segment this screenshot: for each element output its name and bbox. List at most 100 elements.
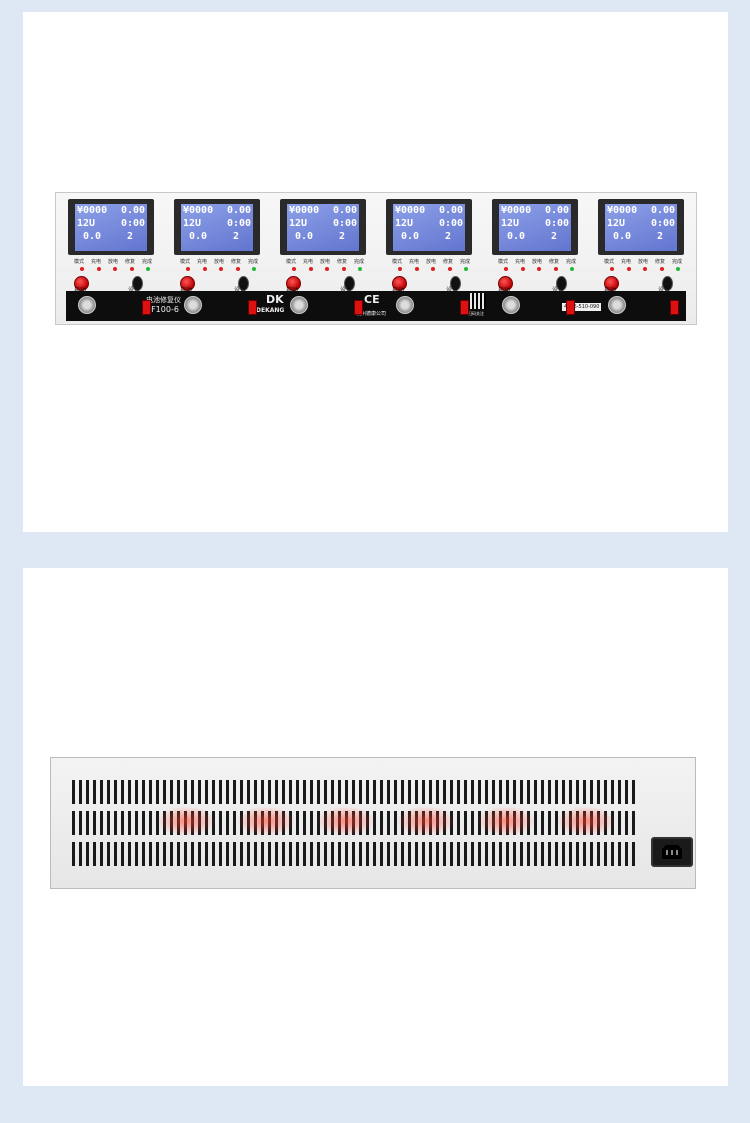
lcd-value: 12U <box>289 218 308 229</box>
power-switch[interactable] <box>670 300 679 315</box>
fan-glow <box>476 806 536 836</box>
led-label: 修复 <box>336 259 347 265</box>
led-label: 放电 <box>319 259 330 265</box>
power-switch[interactable] <box>354 300 363 315</box>
power-switch[interactable] <box>248 300 257 315</box>
lcd-value: 12U <box>501 218 520 229</box>
led-icon <box>113 267 117 271</box>
lcd-value: ¥0000 <box>607 205 638 216</box>
set-label: 设置 <box>340 287 353 294</box>
lcd-value: 0.0 <box>189 231 208 242</box>
led-label: 完成 <box>671 259 682 265</box>
output-terminal <box>502 296 520 314</box>
fan-glow <box>396 806 456 836</box>
lcd-value: 2 <box>127 231 134 242</box>
status-leds: 模式 充电 放电 修复 完成 <box>498 258 576 274</box>
led-label: 完成 <box>141 259 152 265</box>
led-label: 模式 <box>604 259 615 265</box>
power-switch[interactable] <box>460 300 469 315</box>
set-label: 设置 <box>446 287 459 294</box>
led-icon <box>146 267 150 271</box>
led-label: 模式 <box>74 259 85 265</box>
led-icon <box>676 267 680 271</box>
led-icon <box>80 267 84 271</box>
battery-repair-device-front: ¥0000 0.00 12U 0:00 0.0 2 模式 充电 放电 修复 完成 ¥0… <box>55 192 697 325</box>
lcd-value: 0:00 <box>439 218 464 229</box>
led-icon <box>292 267 296 271</box>
phone-number: 4006-510-090 <box>562 303 602 311</box>
status-leds: 模式 充电 放电 修复 完成 <box>74 258 152 274</box>
led-icon <box>96 267 101 271</box>
lcd-value: 12U <box>183 218 202 229</box>
lcd-value: 0.00 <box>121 205 146 216</box>
led-label: 模式 <box>286 259 297 265</box>
led-label: 修复 <box>654 259 665 265</box>
led-icon <box>570 267 574 271</box>
led-icon <box>219 267 223 271</box>
led-label: 充电 <box>514 259 525 265</box>
set-knob[interactable] <box>450 276 461 291</box>
set-label: 设置 <box>234 287 247 294</box>
start-button[interactable] <box>74 276 89 291</box>
lcd-value: 0.0 <box>83 231 102 242</box>
power-switch[interactable] <box>566 300 575 315</box>
led-icon <box>659 267 664 271</box>
set-knob[interactable] <box>556 276 567 291</box>
power-switch[interactable] <box>142 300 151 315</box>
led-label: 完成 <box>565 259 576 265</box>
set-knob[interactable] <box>344 276 355 291</box>
brand-name: DEKANG <box>256 307 285 314</box>
led-icon <box>325 267 329 271</box>
led-icon <box>464 267 468 271</box>
start-label: 启动 <box>180 287 193 294</box>
lcd-value: 0.00 <box>227 205 252 216</box>
set-label: 设置 <box>128 287 141 294</box>
start-button[interactable] <box>604 276 619 291</box>
vent-slots <box>72 780 637 804</box>
output-terminal <box>396 296 414 314</box>
led-icon <box>504 267 508 271</box>
lcd-value: 12U <box>395 218 414 229</box>
lcd-value: 0.00 <box>333 205 358 216</box>
start-label: 启动 <box>286 287 299 294</box>
led-label: 完成 <box>353 259 364 265</box>
set-knob[interactable] <box>238 276 249 291</box>
start-button[interactable] <box>286 276 301 291</box>
model-number: SF100-6 <box>146 305 179 314</box>
lcd-value: ¥0000 <box>395 205 426 216</box>
set-knob[interactable] <box>132 276 143 291</box>
iec-power-inlet-icon[interactable] <box>651 837 693 867</box>
output-terminal <box>290 296 308 314</box>
lcd-value: ¥0000 <box>501 205 532 216</box>
start-label: 启动 <box>498 287 511 294</box>
lcd-value: ¥0000 <box>183 205 214 216</box>
vent-slots <box>72 842 637 866</box>
lcd-value: 0:00 <box>545 218 570 229</box>
start-button[interactable] <box>498 276 513 291</box>
led-icon <box>610 267 614 271</box>
led-label: 完成 <box>247 259 258 265</box>
led-label: 完成 <box>459 259 470 265</box>
led-icon <box>235 267 240 271</box>
led-icon <box>447 267 452 271</box>
lcd-value: 0.00 <box>439 205 464 216</box>
set-label: 设置 <box>658 287 671 294</box>
lcd-value: 0.00 <box>651 205 676 216</box>
led-icon <box>398 267 402 271</box>
set-knob[interactable] <box>662 276 673 291</box>
lcd-value: 0.0 <box>507 231 526 242</box>
start-button[interactable] <box>180 276 195 291</box>
lcd-value: 2 <box>339 231 346 242</box>
led-icon <box>308 267 313 271</box>
lcd-value: 0:00 <box>333 218 358 229</box>
led-label: 充电 <box>196 259 207 265</box>
fan-glow <box>156 806 216 836</box>
start-label: 启动 <box>392 287 405 294</box>
led-label: 模式 <box>498 259 509 265</box>
status-leds: 模式 充电 放电 修复 完成 <box>392 258 470 274</box>
start-label: 启动 <box>604 287 617 294</box>
start-button[interactable] <box>392 276 407 291</box>
